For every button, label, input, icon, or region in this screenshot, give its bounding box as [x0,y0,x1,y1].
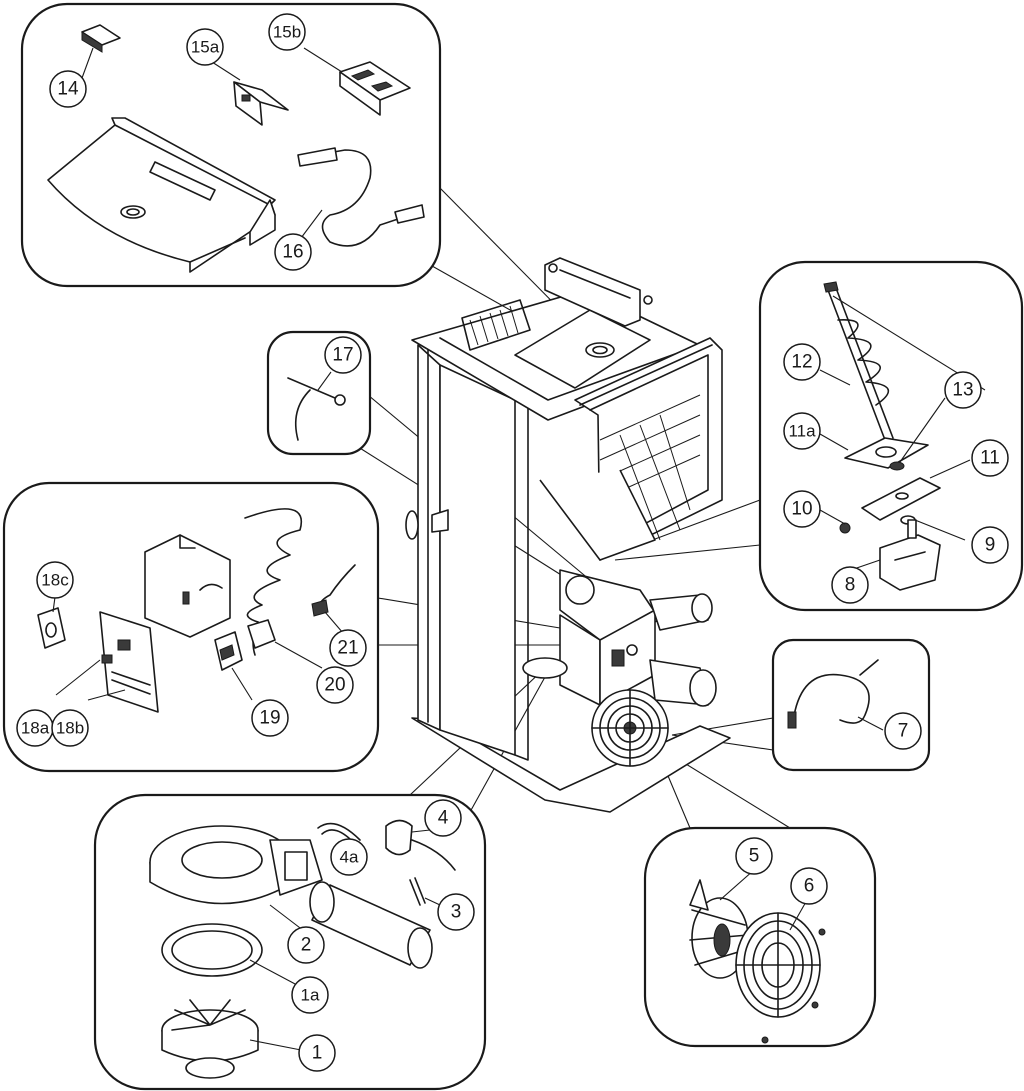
callout-label: 3 [451,902,462,923]
callout-4a: 4a [330,838,368,876]
callout-label: 1a [301,986,320,1005]
callout-1a: 1a [291,976,329,1014]
panel-sensor-7 [771,638,931,772]
callout-18c: 18c [36,561,74,599]
callouts: 1 1a 2 3 4 4a 5 6 7 8 9 10 11 11a 12 13 … [16,13,1009,1072]
callout-label: 11a [788,422,816,441]
callout-label: 4 [438,808,449,829]
callout-label: 13 [952,380,973,401]
callout-label: 1 [312,1043,323,1064]
callout-2: 2 [287,926,325,964]
callout-label: 6 [804,876,815,897]
callout-label: 9 [985,535,996,556]
callout-label: 16 [282,242,303,263]
callout-12: 12 [783,343,821,381]
callout-label: 18b [56,719,84,738]
callout-4: 4 [424,799,462,837]
callout-label: 11 [980,448,1000,469]
callout-label: 18a [21,719,50,738]
panel-top-cover [20,2,442,288]
callout-label: 18c [41,571,69,590]
callout-8: 8 [831,566,869,604]
callout-label: 5 [749,846,760,867]
callout-label: 15b [273,23,301,42]
panel-auger [758,260,1024,612]
callout-5: 5 [735,837,773,875]
callout-11a: 11a [783,412,821,450]
callout-label: 8 [845,575,856,596]
callout-label: 10 [791,499,812,520]
callout-3: 3 [437,893,475,931]
callout-label: 2 [301,935,312,956]
stove-body [405,257,731,813]
callout-label: 12 [791,352,812,373]
callout-label: 7 [898,721,909,742]
callout-label: 14 [57,79,79,100]
callout-18b: 18b [51,709,89,747]
callout-21: 21 [329,629,367,667]
callout-label: 15a [191,38,220,57]
callout-1: 1 [298,1034,336,1072]
callout-label: 19 [259,708,280,729]
callout-16: 16 [274,233,312,271]
callout-13: 13 [944,371,982,409]
callout-6: 6 [790,867,828,905]
panel-blower [93,793,487,1091]
callout-14: 14 [49,70,87,108]
callout-10: 10 [783,490,821,528]
callout-label: 4a [340,848,359,867]
callout-label: 20 [324,675,345,696]
callout-label: 17 [332,345,353,366]
callout-19: 19 [251,699,289,737]
callout-17: 17 [324,336,362,374]
callout-label: 21 [337,638,358,659]
callout-18a: 18a [16,709,54,747]
callout-11: 11 [971,439,1009,477]
callout-15a: 15a [186,28,224,66]
callout-20: 20 [316,666,354,704]
callout-9: 9 [971,526,1009,564]
panel-electronics [2,481,380,773]
callout-7: 7 [884,712,922,750]
callout-15b: 15b [268,13,306,51]
